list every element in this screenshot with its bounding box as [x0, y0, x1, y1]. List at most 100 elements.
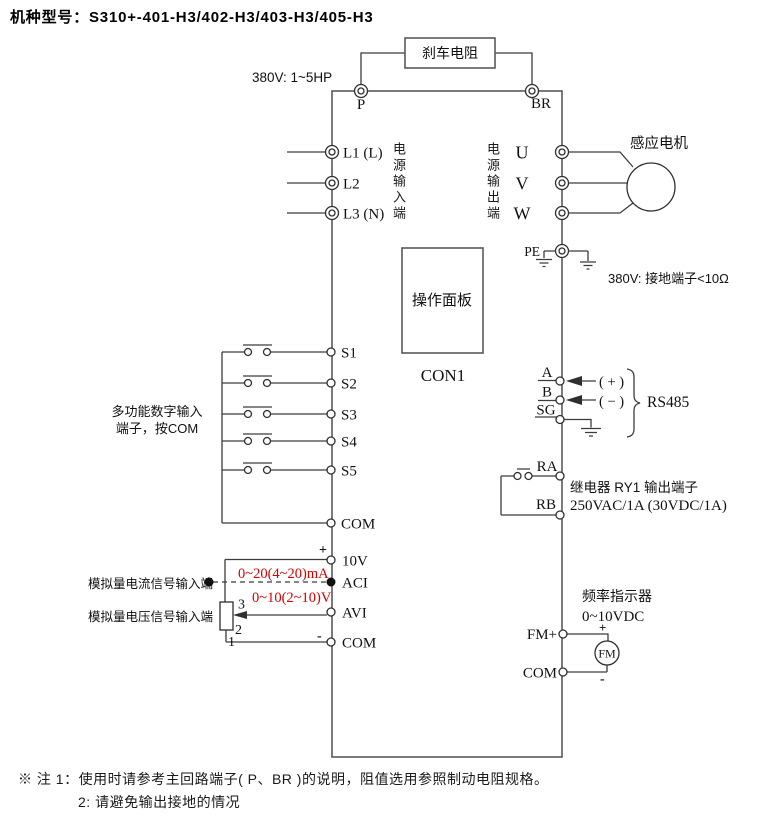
terminal-sg-label: SG	[536, 403, 555, 419]
terminal-u	[554, 144, 570, 160]
terminal-p-label: P	[357, 97, 365, 113]
motor-label: 感应电机	[630, 134, 688, 152]
digital-input-desc-1: 多功能数字输入	[111, 404, 202, 419]
terminal-l3: L3 (N)	[324, 205, 384, 223]
inverter-body-outline	[331, 90, 563, 758]
relay-switch-contact-1	[513, 471, 522, 481]
terminal-pe: PE	[524, 243, 570, 259]
power-output-group-label: 电源输出端	[485, 142, 500, 222]
operator-panel-box	[401, 247, 484, 354]
fm-indicator-label-1: 频率指示器	[582, 588, 652, 604]
terminal-avi	[326, 607, 336, 617]
plus-sign-10v: +	[319, 543, 327, 558]
potentiometer	[219, 601, 234, 631]
terminal-a	[555, 376, 565, 386]
terminal-v	[554, 175, 570, 191]
terminal-s2-label: S2	[341, 377, 357, 393]
terminal-br: BR	[524, 83, 551, 112]
terminal-sg	[555, 414, 565, 425]
rs485-wiring	[535, 379, 601, 437]
terminal-analog-com-label: COM	[342, 636, 376, 652]
fm-meter-label: FM	[598, 647, 616, 661]
terminal-b	[555, 395, 565, 405]
potentiometer-wiper-arrow	[233, 611, 247, 619]
rs485-brace	[626, 368, 641, 438]
arrow-into-a	[566, 376, 582, 386]
terminal-ra-label: RA	[537, 459, 558, 475]
terminal-l2: L2	[324, 175, 360, 193]
terminal-s5-label: S5	[341, 464, 357, 480]
terminal-fmplus-label: FM+	[527, 627, 557, 643]
pot-pin1-label: 1	[228, 635, 235, 650]
terminal-u-label: U	[516, 143, 529, 163]
fm-wiring	[567, 633, 609, 673]
terminal-a-label: A	[542, 365, 553, 381]
digital-input-switches	[243, 347, 272, 475]
terminal-aci	[326, 577, 336, 587]
model-title: 机种型号：S310+-401-H3/402-H3/403-H3/405-H3	[10, 9, 374, 26]
relay-wiring	[500, 468, 556, 516]
terminal-v-label: V	[516, 174, 529, 194]
voltage-input-label: 模拟量电压信号输入端	[88, 609, 213, 624]
terminal-avi-label: AVI	[342, 606, 367, 622]
power-input-wires	[287, 151, 326, 214]
footnote-2: 2: 请避免输出接地的情况	[78, 794, 241, 810]
motor-symbol	[626, 162, 676, 212]
terminal-fmplus	[558, 629, 568, 639]
relay-desc-2: 250VAC/1A (30VDC/1A)	[570, 498, 727, 514]
terminal-w	[554, 205, 570, 221]
analog-wiring	[224, 558, 327, 643]
footnote-1: ※ 注 1：使用时请参考主回路端子( P、BR )的说明，阻值选用参照制动电阻规…	[18, 771, 549, 787]
terminal-aci-label: ACI	[342, 576, 368, 592]
terminal-br-label: BR	[531, 96, 551, 112]
terminal-l2-label: L2	[343, 177, 360, 193]
voltage-hp-label: 380V: 1~5HP	[252, 70, 332, 85]
terminal-com-label: COM	[341, 517, 375, 533]
current-input-label: 模拟量电流信号输入端	[88, 576, 213, 591]
arrow-into-b	[566, 395, 582, 405]
terminal-l1: L1 (L)	[324, 144, 383, 162]
fm-meter-symbol	[594, 640, 620, 666]
operator-panel-label: 操作面板	[412, 291, 472, 309]
terminal-l1-label: L1 (L)	[343, 146, 383, 162]
rs485-label: RS485	[647, 394, 689, 411]
brake-resistor-box	[404, 37, 496, 69]
fm-minus-sign: -	[600, 672, 605, 687]
terminal-rb	[555, 510, 565, 520]
terminal-rb-label: RB	[536, 497, 556, 513]
pe-ground-wiring	[536, 250, 596, 270]
voltage-range-label: 0~10(2~10)V	[252, 590, 332, 606]
rs485-plus-label: ( + )	[599, 375, 624, 391]
brake-resistor-wiring	[360, 52, 533, 85]
terminal-b-label: B	[542, 385, 552, 401]
relay-switch-contact-2	[524, 471, 533, 481]
relay-desc-1: 继电器 RY1 输出端子	[570, 480, 698, 495]
terminal-s4-label: S4	[341, 435, 357, 451]
terminal-fm-com	[558, 667, 568, 677]
motor-wires	[568, 151, 634, 214]
terminal-p: P	[353, 83, 369, 113]
terminal-analog-com	[326, 637, 336, 647]
terminal-s3-label: S3	[341, 408, 357, 424]
digital-input-bus	[221, 344, 327, 524]
fm-indicator-label-2: 0~10VDC	[582, 609, 644, 625]
digital-input-desc-2: 端子，按COM	[116, 421, 198, 436]
digital-input-terminals	[326, 347, 336, 528]
brake-resistor-label: 刹车电阻	[422, 45, 478, 61]
rs485-minus-label: ( − )	[599, 394, 624, 410]
ground-note: 380V: 接地端子<10Ω	[608, 271, 729, 286]
terminal-10v	[326, 555, 336, 565]
terminal-ra	[555, 471, 565, 481]
current-source-dot	[204, 577, 214, 587]
terminal-fm-com-label: COM	[523, 666, 557, 682]
pot-pin3-label: 3	[238, 598, 245, 613]
current-range-label: 0~20(4~20)mA	[238, 566, 329, 582]
fm-plus-sign: +	[599, 620, 606, 635]
minus-sign-com: -	[317, 629, 322, 644]
terminal-pe-label: PE	[524, 244, 540, 259]
terminal-10v-label: 10V	[342, 554, 368, 570]
terminal-s1-label: S1	[341, 346, 357, 362]
terminal-w-label: W	[514, 204, 531, 224]
